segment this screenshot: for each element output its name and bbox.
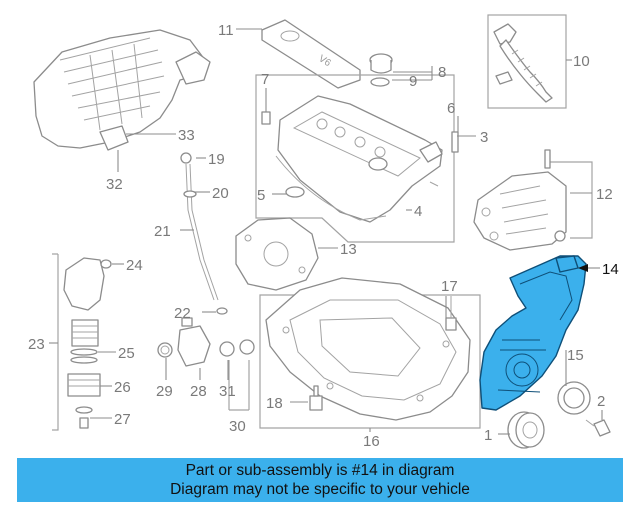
callout-18: 18 bbox=[266, 395, 283, 412]
oil-pan bbox=[265, 277, 471, 421]
breather-hose bbox=[493, 23, 553, 103]
callout-23: 23 bbox=[28, 336, 45, 353]
head-component-frame bbox=[548, 161, 593, 239]
callout-7: 7 bbox=[261, 71, 269, 88]
callout-24: 24 bbox=[126, 257, 143, 274]
callout-31: 31 bbox=[219, 383, 236, 400]
arrow-14-icon bbox=[578, 264, 588, 272]
dipstick bbox=[180, 152, 228, 315]
callout-25: 25 bbox=[118, 345, 135, 362]
callout-17: 17 bbox=[441, 278, 458, 295]
callout-15: 15 bbox=[567, 347, 584, 364]
callout-20: 20 bbox=[212, 185, 229, 202]
cover-plate bbox=[235, 217, 319, 291]
intake-manifold bbox=[33, 29, 211, 151]
callout-5: 5 bbox=[257, 187, 265, 204]
callout-29: 29 bbox=[156, 383, 173, 400]
callout-27: 27 bbox=[114, 411, 131, 428]
valve-cover-frame bbox=[255, 74, 455, 243]
callout-26: 26 bbox=[114, 379, 131, 396]
crankshaft-pulley bbox=[507, 411, 545, 449]
callout-11: 11 bbox=[218, 22, 234, 39]
callout-33: 33 bbox=[178, 127, 195, 144]
callout-22: 22 bbox=[174, 305, 191, 322]
callout-19: 19 bbox=[208, 151, 225, 168]
small-fittings bbox=[157, 317, 255, 411]
cylinder-head-component bbox=[473, 149, 567, 251]
oil-level-sensor bbox=[445, 296, 457, 331]
oil-filler-cap bbox=[369, 53, 393, 87]
oil-filter-frame bbox=[52, 253, 59, 431]
callout-16: 16 bbox=[363, 433, 380, 450]
callout-28: 28 bbox=[190, 383, 207, 400]
callout-9: 9 bbox=[409, 73, 417, 90]
engine-cover: V6 bbox=[261, 19, 361, 89]
pulley-bolt bbox=[585, 419, 611, 437]
callout-labels: 11 8 9 10 7 6 3 5 4 12 13 14 17 15 2 1 1… bbox=[28, 22, 619, 450]
callout-2: 2 bbox=[597, 393, 605, 410]
callout-12: 12 bbox=[596, 186, 613, 203]
part-14-highlight bbox=[479, 255, 587, 411]
callout-8: 8 bbox=[438, 64, 446, 81]
oil-filter-housing bbox=[63, 257, 112, 429]
callout-1: 1 bbox=[484, 427, 492, 444]
callout-4: 4 bbox=[414, 203, 422, 220]
seal-ring bbox=[557, 381, 591, 415]
callout-10: 10 bbox=[573, 53, 590, 70]
callout-30: 30 bbox=[229, 418, 246, 435]
callout-21: 21 bbox=[154, 223, 171, 240]
banner-line-2: Diagram may not be specific to your vehi… bbox=[170, 481, 470, 498]
info-banner: Part or sub-assembly is #14 in diagram D… bbox=[17, 458, 623, 502]
callout-13: 13 bbox=[340, 241, 357, 258]
callout-3: 3 bbox=[480, 129, 488, 146]
callout-32: 32 bbox=[106, 176, 123, 193]
leader-lines bbox=[49, 28, 603, 435]
valve-cover bbox=[261, 95, 459, 223]
drain-plug bbox=[309, 385, 323, 411]
callout-6: 6 bbox=[447, 100, 455, 117]
breather-hose-frame bbox=[487, 14, 567, 109]
banner-line-1: Part or sub-assembly is #14 in diagram bbox=[185, 462, 455, 479]
callout-14: 14 bbox=[602, 261, 619, 278]
